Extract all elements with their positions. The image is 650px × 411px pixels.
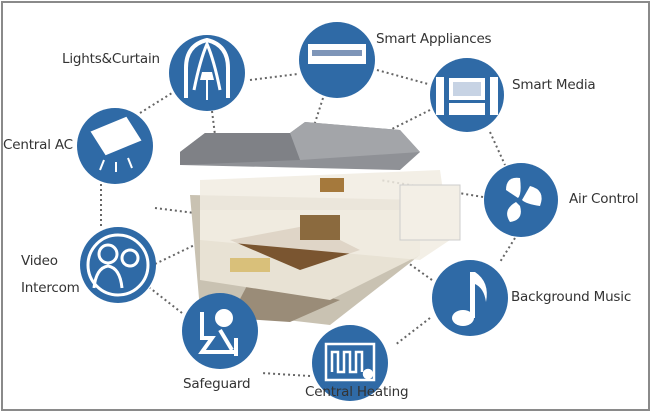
safeguard-icon [198, 309, 238, 356]
label-background-music: Background Music [511, 289, 632, 305]
label-intercom: Intercom [21, 280, 80, 296]
air-conditioner-unit-icon [308, 44, 366, 64]
house-image [180, 122, 461, 325]
video-intercom-icon [86, 233, 150, 297]
lamp-curtain-icon [184, 37, 230, 100]
label-central-heating: Central Heating [305, 384, 409, 400]
home-theater-icon [436, 77, 498, 115]
label-smart-appliances: Smart Appliances [376, 31, 492, 47]
label-air-control: Air Control [569, 191, 639, 207]
label-video: Video [21, 253, 58, 269]
label-smart-media: Smart Media [512, 77, 596, 93]
label-safeguard: Safeguard [183, 376, 251, 392]
floor-heating-icon [324, 342, 376, 382]
fan-icon [506, 177, 542, 222]
ceiling-ac-icon [90, 116, 142, 172]
label-lights-curtain: Lights&Curtain [62, 51, 160, 67]
label-central-ac: Central AC [3, 137, 73, 153]
music-note-icon [452, 272, 487, 326]
